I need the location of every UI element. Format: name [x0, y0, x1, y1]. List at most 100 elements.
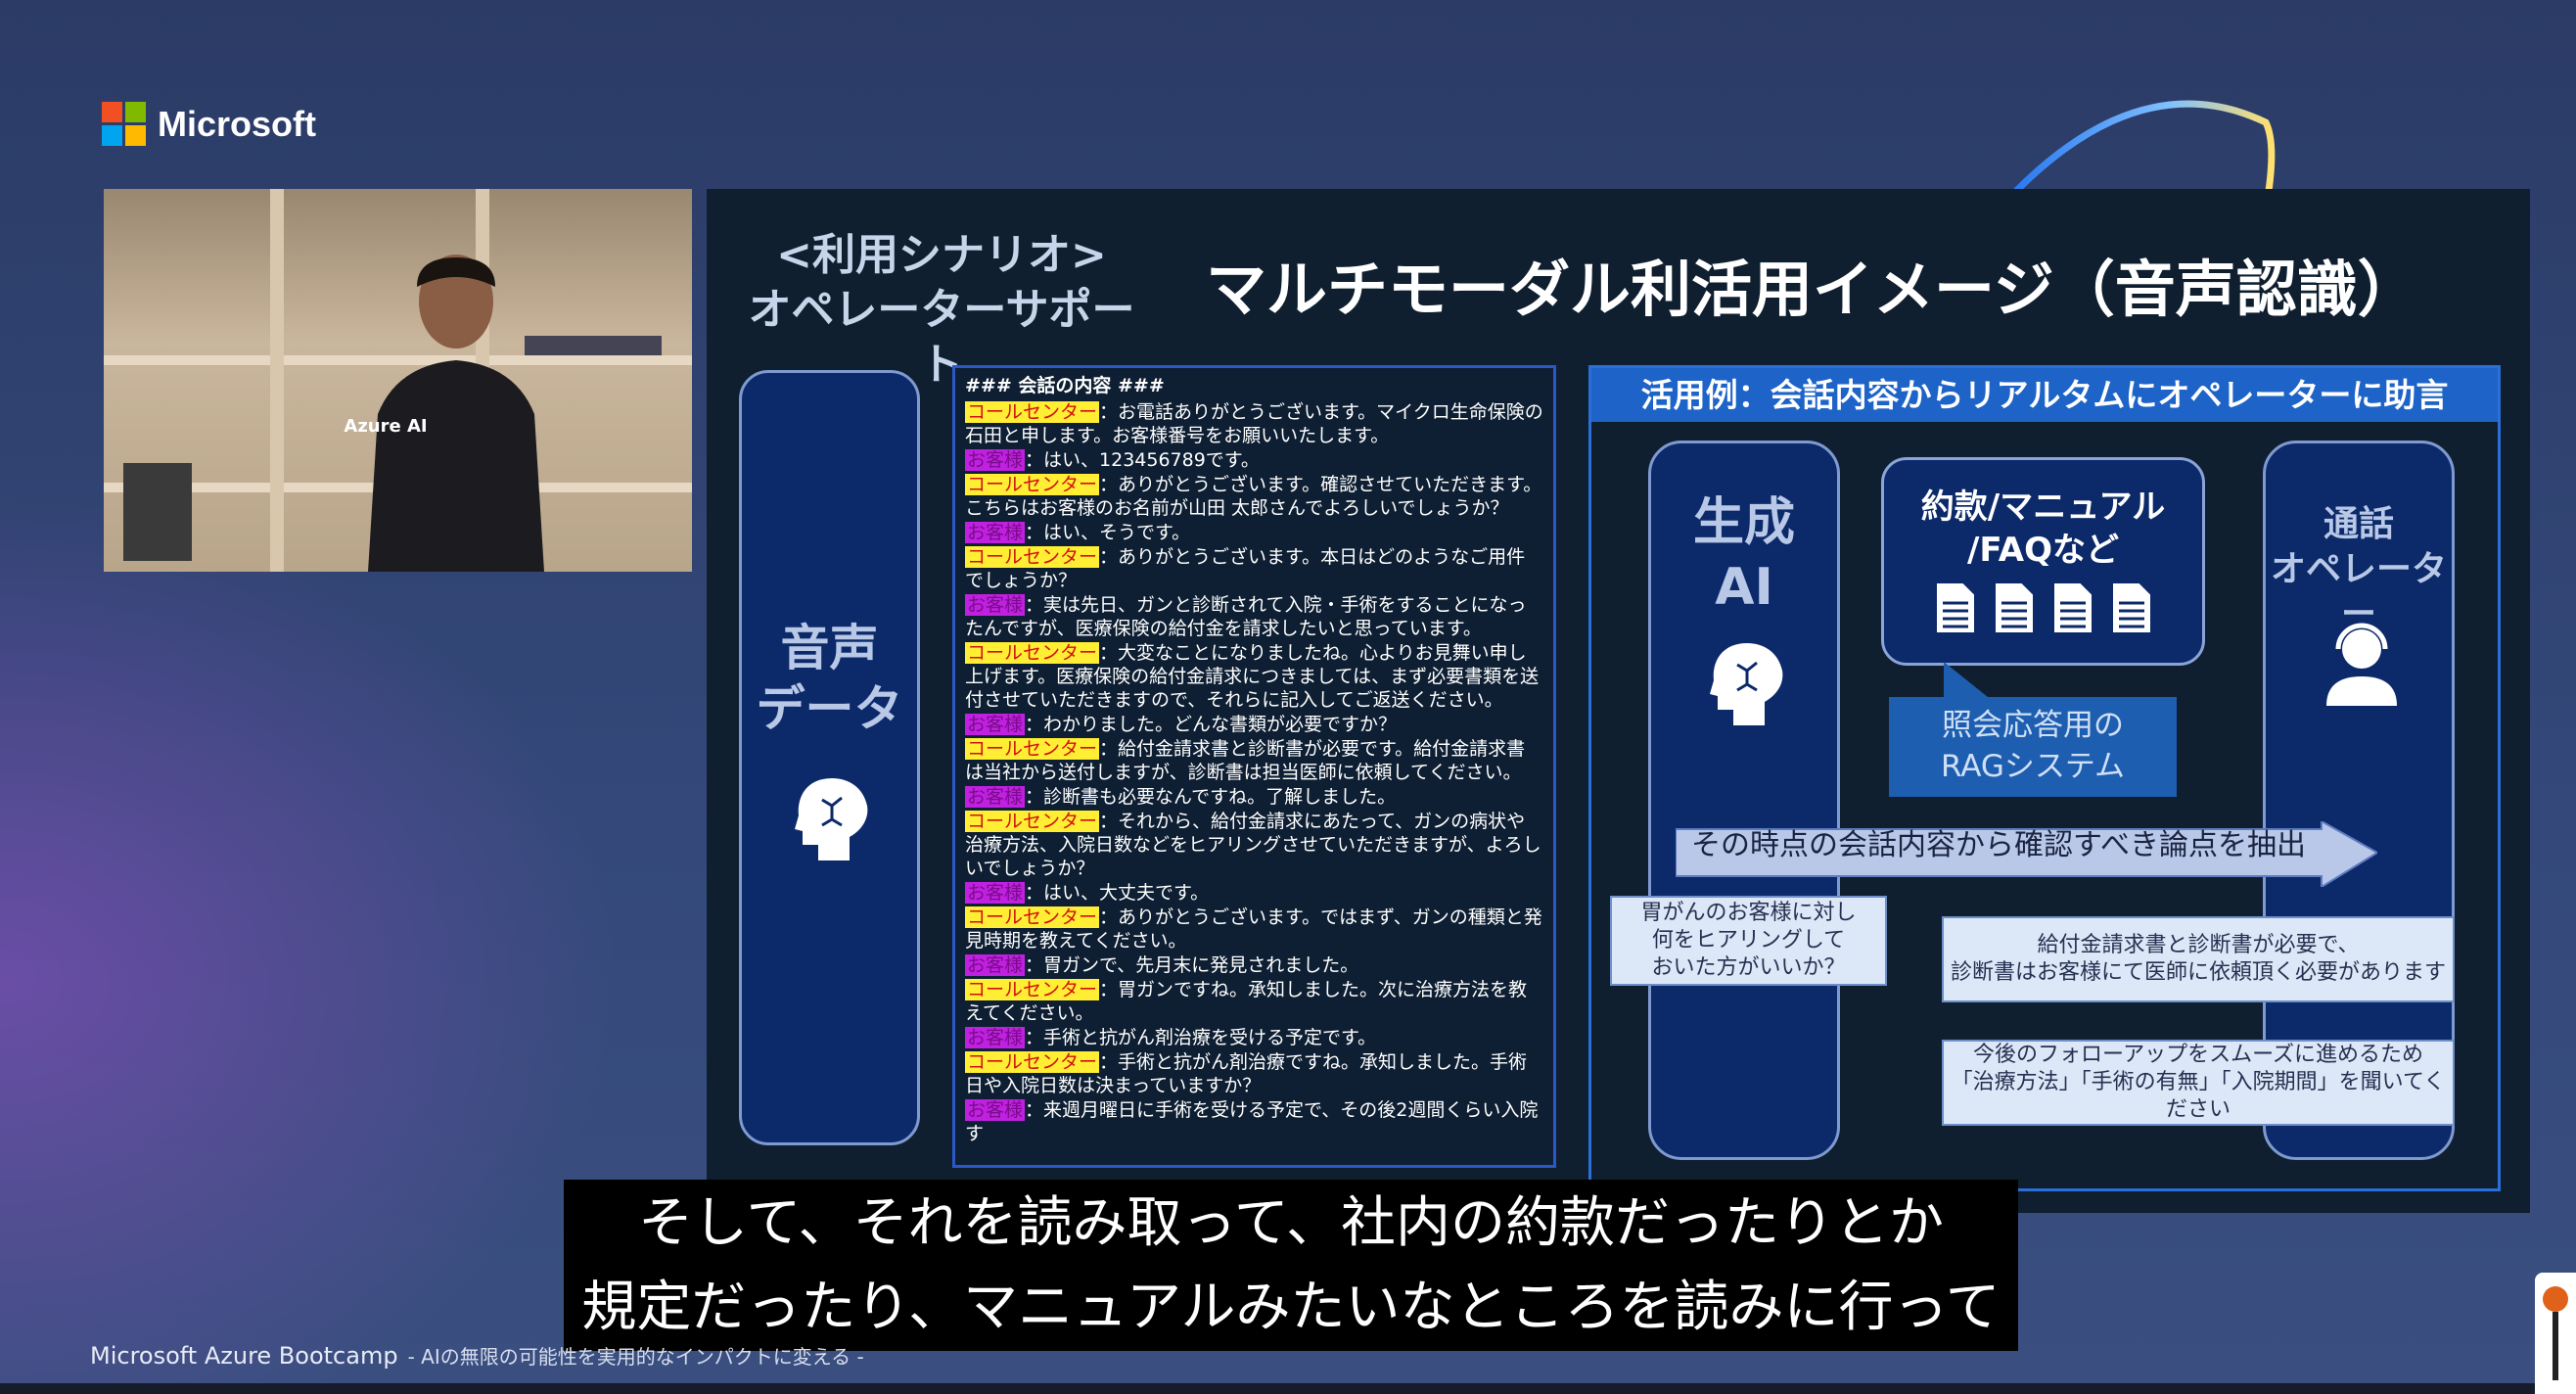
conversation-line: お客様：胃ガンで、先月末に発見されました。 — [965, 953, 1543, 977]
conversation-text: ：大変なことになりましたね。心よりお見舞い申し上げます。医療保険の給付金請求につ… — [965, 642, 1540, 711]
knowledge-base-box: 約款/マニュアル /FAQなど — [1881, 457, 2205, 666]
customer-tag: お客様 — [965, 449, 1026, 471]
conversation-line: お客様：手術と抗がん剤治療を受ける予定です。 — [965, 1026, 1543, 1049]
conversation-line: コールセンター：お電話ありがとうございます。マイクロ生命保険の石田と申します。お… — [965, 400, 1543, 447]
rag-line2: RAGシステム — [1940, 749, 2126, 784]
conversation-text: ：診断書も必要なんですね。了解しました。 — [1025, 786, 1397, 808]
document-icon — [2051, 581, 2093, 634]
slide-title: マルチモーダル利活用イメージ（音声認識） — [1206, 254, 2418, 325]
microsoft-logo: Microsoft — [102, 102, 316, 146]
shirt-text: Azure AI — [344, 416, 428, 437]
customer-tag: お客様 — [965, 1027, 1026, 1048]
side-scroll-widget[interactable] — [2535, 1273, 2576, 1394]
ai-line2: AI — [1715, 558, 1773, 617]
speaker-silhouette — [368, 255, 544, 572]
conversation-line: お客様：わかりました。どんな書類が必要ですか？ — [965, 713, 1543, 736]
speaker-video: Azure AI — [104, 189, 692, 572]
conversation-line: コールセンター：それから、給付金請求にあたって、ガンの病状や治療方法、入院日数な… — [965, 810, 1543, 880]
call-center-tag: コールセンター — [965, 401, 1100, 423]
conversation-text: ：給付金請求書と診断書が必要です。給付金請求書は当社から送付しますが、診断書は担… — [965, 738, 1526, 783]
ai-line1: 生成 — [1692, 493, 1795, 552]
video-subtitles: そして、それを読み取って、社内の約款だったりとか 規定だったり、マニュアルみたい… — [564, 1180, 2018, 1351]
voice-data-line1: 音声 — [780, 620, 879, 676]
conversation-transcript: ### 会話の内容 ### コールセンター：お電話ありがとうございます。マイクロ… — [952, 365, 1556, 1168]
event-name: Microsoft Azure Bootcamp — [90, 1342, 398, 1370]
extraction-arrow — [1676, 821, 2377, 887]
customer-tag: お客様 — [965, 1099, 1026, 1121]
brand-name: Microsoft — [158, 103, 316, 144]
conversation-line: お客様：診断書も必要なんですね。了解しました。 — [965, 785, 1543, 809]
conversation-text: ：はい、大丈夫です。 — [1025, 882, 1210, 904]
decorative-arc — [2013, 100, 2276, 194]
customer-tag: お客様 — [965, 714, 1026, 735]
presentation-slide: <利用シナリオ> オペレーターサポート マルチモーダル利活用イメージ（音声認識）… — [707, 189, 2530, 1213]
rag-line1: 照会応答用の — [1942, 708, 2124, 743]
subtitle-line1: そして、それを読み取って、社内の約款だったりとか — [638, 1191, 1944, 1255]
operator-line1: 通話 — [2323, 504, 2394, 544]
advice-text: おいた方がいいか？ — [1651, 955, 1846, 980]
conversation-text: ：胃ガンですね。承知しました。次に治療方法を教えてください。 — [965, 979, 1528, 1024]
scroll-bar[interactable] — [2553, 1312, 2558, 1380]
event-footer: Microsoft Azure Bootcamp - AIの無限の可能性を実用的な… — [90, 1341, 864, 1370]
conversation-line: コールセンター：手術と抗がん剤治療ですね。承知しました。手術日や入院日数は決まっ… — [965, 1050, 1543, 1097]
conversation-line: お客様：はい、123456789です。 — [965, 448, 1543, 472]
conversation-line: コールセンター：ありがとうございます。ではまず、ガンの種類と発見時期を教えてくだ… — [965, 906, 1543, 953]
customer-tag: お客様 — [965, 786, 1026, 808]
conversation-text: ：ありがとうございます。ではまず、ガンの種類と発見時期を教えてください。 — [965, 906, 1542, 952]
customer-tag: お客様 — [965, 882, 1026, 904]
conversation-line: お客様：実は先日、ガンと診断されて入院・手術をすることになったんですが、医療保険… — [965, 593, 1543, 640]
customer-tag: お客様 — [965, 522, 1026, 543]
advice-text: 「治療方法」「手術の有無」「入院期間」を聞いてください — [1951, 1070, 2446, 1122]
use-case-header: 活用例：会話内容からリアルタムにオペレーターに助言 — [1591, 368, 2498, 422]
kb-line2: /FAQなど — [1967, 531, 2119, 570]
conversation-line: コールセンター：胃ガンですね。承知しました。次に治療方法を教えてください。 — [965, 978, 1543, 1025]
scenario-line1: <利用シナリオ> — [776, 230, 1107, 280]
call-center-tag: コールセンター — [965, 979, 1100, 1000]
use-case-panel: 活用例：会話内容からリアルタムにオペレーターに助言 生成 AI 約款/マニュアル… — [1588, 365, 2501, 1191]
call-center-tag: コールセンター — [965, 546, 1100, 568]
call-center-tag: コールセンター — [965, 906, 1100, 928]
advice-text: 給付金請求書と診断書が必要で、 — [2037, 933, 2360, 957]
customer-tag: お客様 — [965, 954, 1026, 976]
call-center-tag: コールセンター — [965, 811, 1100, 832]
microsoft-logo-icon — [102, 102, 146, 146]
scenario-title: <利用シナリオ> オペレーターサポート — [741, 228, 1142, 393]
generative-ai-pill: 生成 AI — [1648, 441, 1840, 1160]
conversation-text: ：来週月曜日に手術を受ける予定で、その後2週間くらい入院す — [965, 1099, 1539, 1144]
conversation-text: ：はい、そうです。 — [1025, 522, 1191, 543]
customer-tag: お客様 — [965, 594, 1026, 616]
arrow-label: その時点の会話内容から確認すべき論点を抽出 — [1691, 828, 2306, 862]
conversation-line: お客様：来週月曜日に手術を受ける予定で、その後2週間くらい入院す — [965, 1098, 1543, 1145]
call-center-tag: コールセンター — [965, 1051, 1100, 1073]
rag-pointer — [1944, 662, 1993, 701]
advice-box-3: 今後のフォローアップをスムーズに進めるため 「治療方法」「手術の有無」「入院期間… — [1942, 1040, 2455, 1126]
operator-headset-icon — [2326, 623, 2397, 706]
conversation-text: ：わかりました。どんな書類が必要ですか？ — [1025, 714, 1398, 735]
document-icon — [1993, 581, 2035, 634]
advice-text: 今後のフォローアップをスムーズに進めるため — [1972, 1043, 2424, 1067]
scroll-indicator-icon — [2543, 1286, 2568, 1312]
conversation-lines: コールセンター：お電話ありがとうございます。マイクロ生命保険の石田と申します。お… — [965, 400, 1543, 1145]
bottom-strip — [0, 1383, 2576, 1394]
ai-head-icon — [1710, 643, 1783, 725]
conversation-text: ：手術と抗がん剤治療を受ける予定です。 — [1025, 1027, 1377, 1048]
advice-box-1: 胃がんのお客様に対し 何をヒアリングして おいた方がいいか？ — [1610, 896, 1887, 986]
call-center-tag: コールセンター — [965, 474, 1100, 495]
conversation-line: お客様：はい、大丈夫です。 — [965, 881, 1543, 905]
conversation-text: ：それから、給付金請求にあたって、ガンの病状や治療方法、入院日数などをヒアリング… — [965, 811, 1541, 879]
conversation-text: ：胃ガンで、先月末に発見されました。 — [1025, 954, 1359, 976]
conversation-heading: ### 会話の内容 ### — [965, 375, 1165, 396]
document-icon — [1934, 581, 1976, 634]
advice-text: 何をヒアリングして — [1651, 928, 1846, 953]
advice-text: 診断書はお客様にて医師に依頼頂く必要があります — [1950, 960, 2446, 985]
conversation-text: ：お電話ありがとうございます。マイクロ生命保険の石田と申します。お客様番号をお願… — [965, 401, 1543, 446]
kb-line1: 約款/マニュアル — [1920, 488, 2166, 527]
subtitle-line2: 規定だったり、マニュアルみたいなところを読みに行って — [581, 1276, 2001, 1339]
advice-box-2: 給付金請求書と診断書が必要で、 診断書はお客様にて医師に依頼頂く必要があります — [1942, 916, 2455, 1002]
conversation-line: コールセンター：給付金請求書と診断書が必要です。給付金請求書は当社から送付します… — [965, 737, 1543, 784]
conversation-text: ：実は先日、ガンと診断されて入院・手術をすることになったんですが、医療保険の給付… — [965, 594, 1527, 639]
conversation-text: ：はい、123456789です。 — [1025, 449, 1260, 471]
conversation-text: ：ありがとうございます。確認させていただきます。こちらはお客様のお名前が山田 太… — [965, 474, 1542, 519]
event-tagline: - AIの無限の可能性を実用的なインパクトに変える - — [407, 1345, 864, 1369]
conversation-line: お客様：はい、そうです。 — [965, 521, 1543, 544]
